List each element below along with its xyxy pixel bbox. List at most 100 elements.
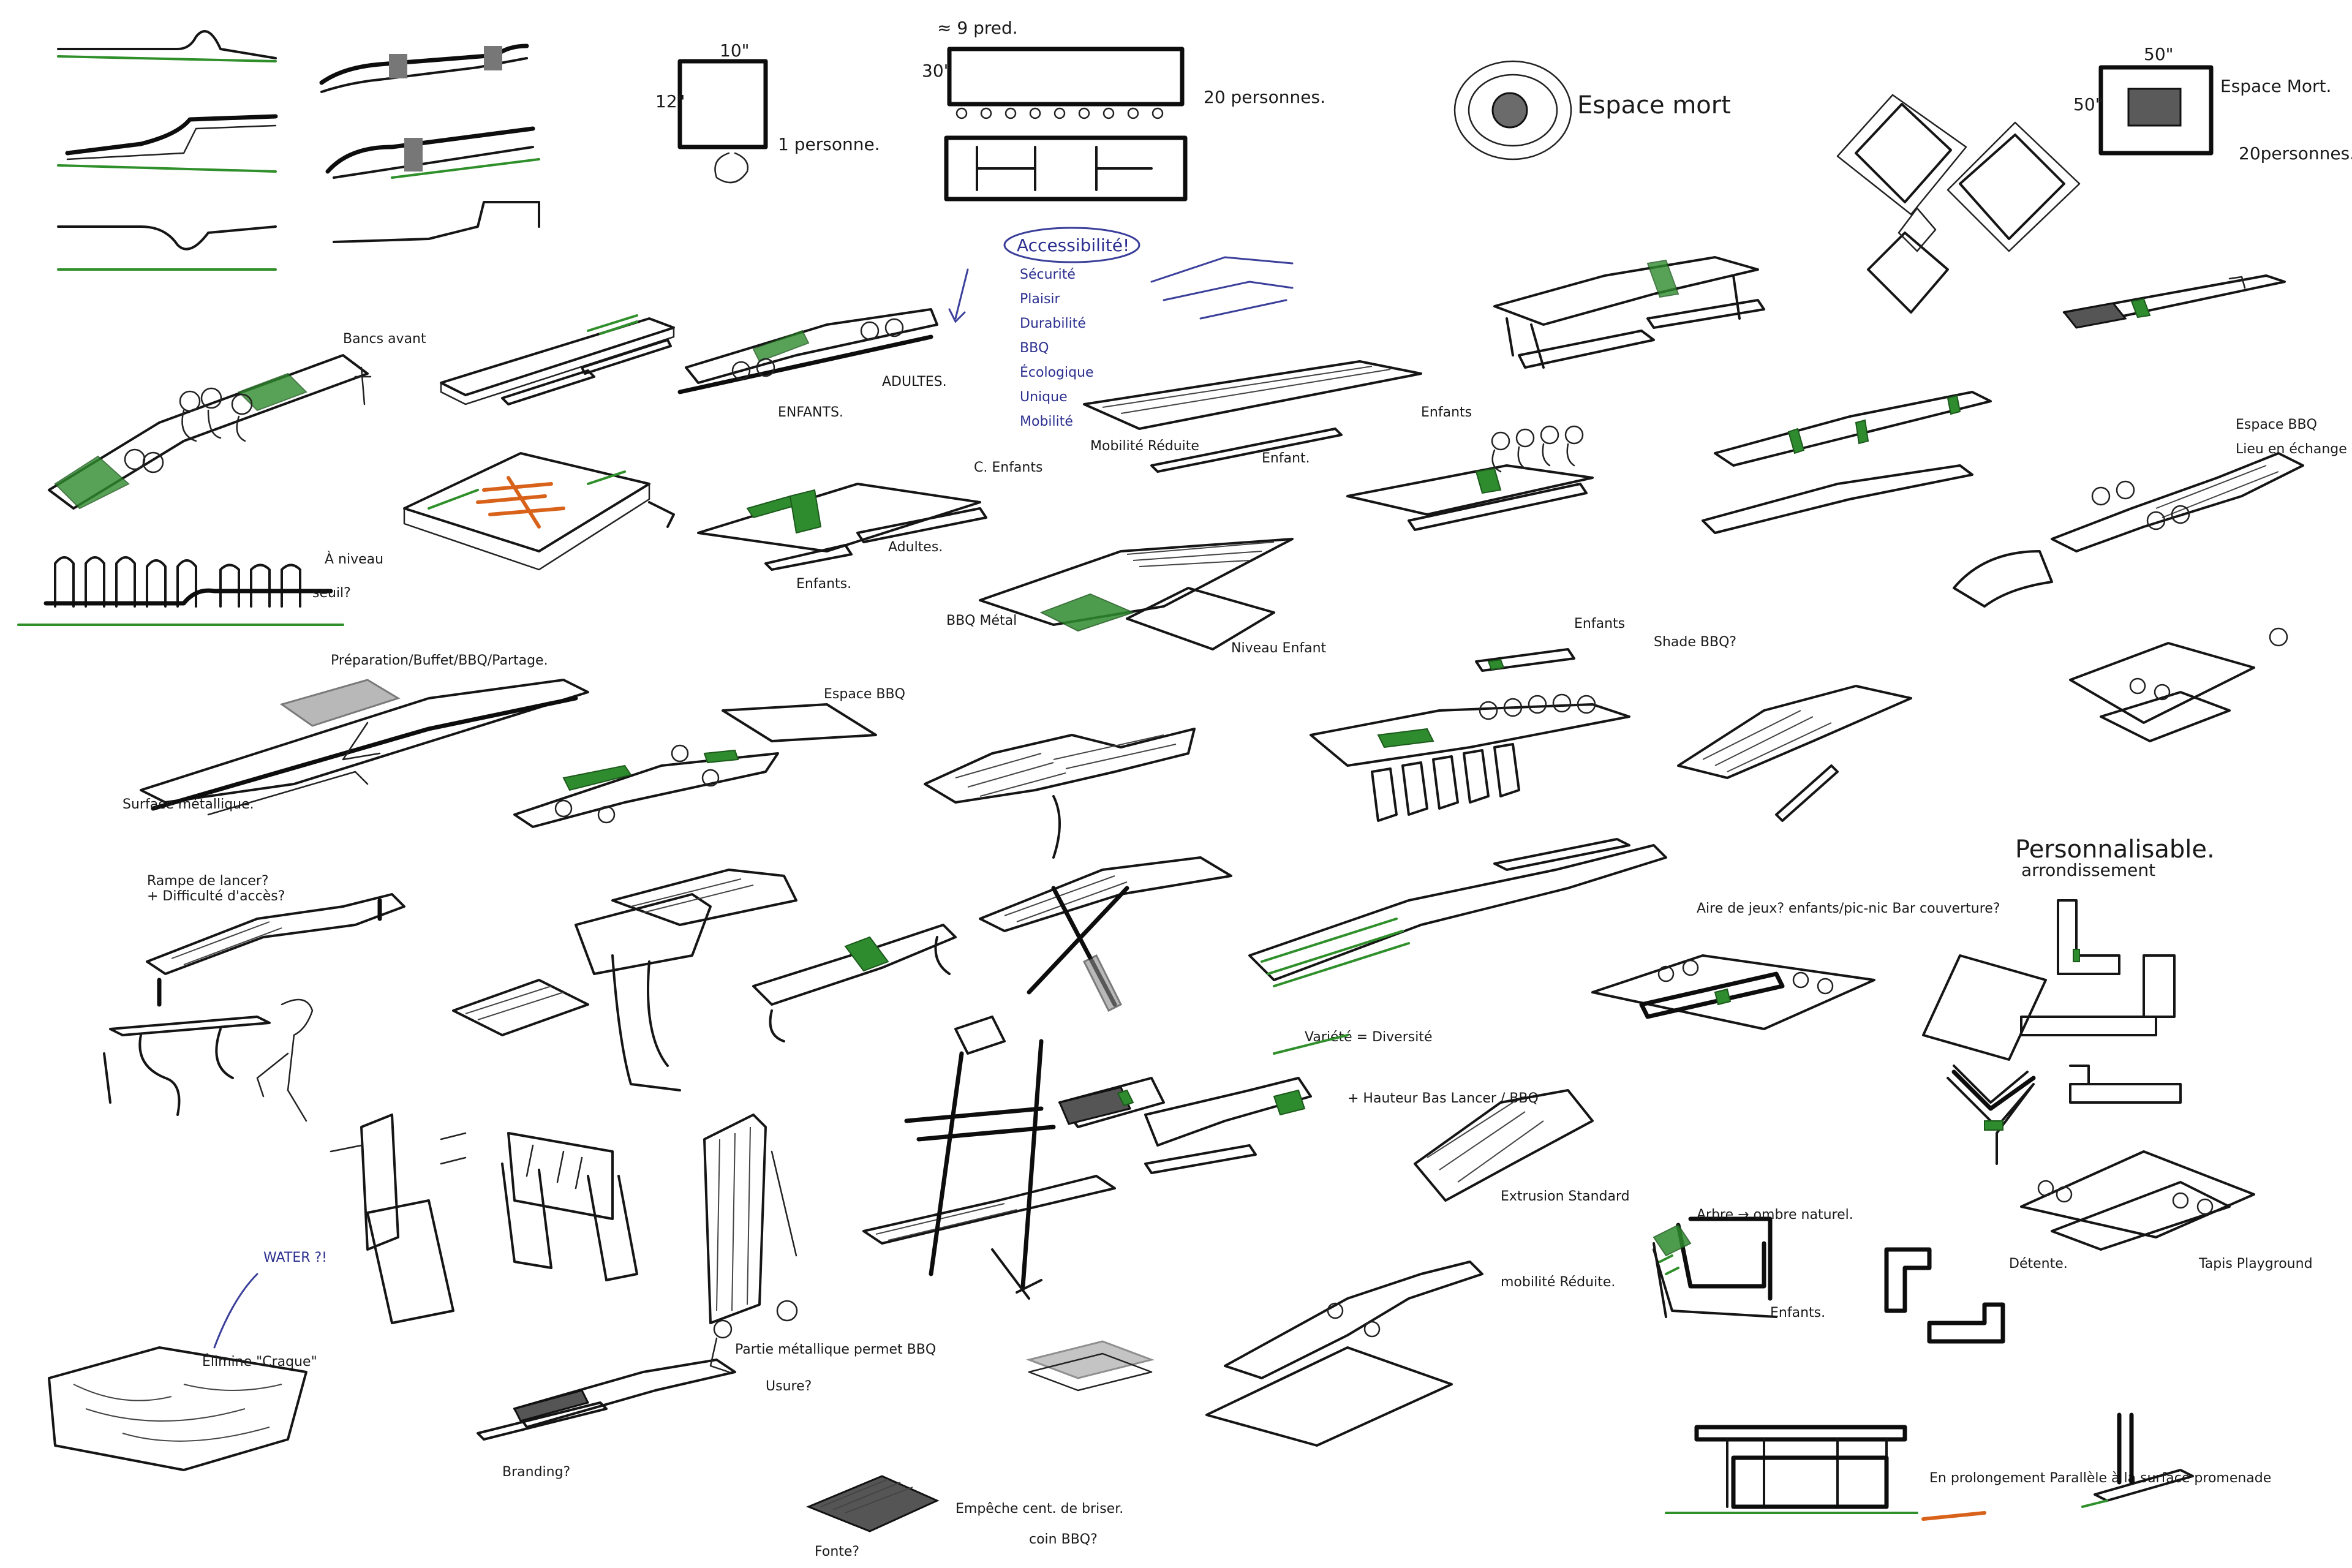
brainstorm-item: Écologique <box>1020 364 1094 380</box>
brainstorm-title: Accessibilité! <box>1017 235 1129 255</box>
group-dining-sketch-1 <box>1346 425 1594 531</box>
long-table-plan: ≈ 9 pred. 30" 20 personnes. <box>922 18 1325 202</box>
slab-table-sketch-2: + Hauteur Bas Lancer / BBQ <box>1058 1077 1539 1174</box>
elevation-sketch: En prolongement Parallèle à la surface p… <box>1665 1425 2271 1521</box>
dim-10-label: 10" <box>720 40 750 61</box>
bbq-planter-table-sketch <box>403 452 675 571</box>
tilted-slabs-sketch <box>1702 391 1992 534</box>
enfants-3-label: Enfants <box>1421 405 1472 420</box>
arrondissement-label: arrondissement <box>2021 860 2155 880</box>
planter-bench-sketch <box>752 924 957 1042</box>
enfants-2-label: Enfants. <box>796 576 851 592</box>
espace-mort-circle-label: Espace mort <box>1577 91 1731 119</box>
grill-slab-sketch: Fonte? Empêche cent. de briser. coin BBQ… <box>806 1475 1123 1559</box>
rotated-square-plans <box>1836 94 2081 314</box>
group-dining-sketch-2: Enfants Shade BBQ? <box>1310 616 1736 822</box>
adultes-2-label: Adultes. <box>888 540 943 555</box>
seated-person-table-sketch <box>103 998 314 1122</box>
relax-plan-sketch: Détente. <box>1884 1247 2068 1344</box>
espace-bbq-label: Espace BBQ <box>824 687 905 702</box>
surface-metallique-label: Surface métallique. <box>123 797 254 812</box>
benches-avant-label: Bancs avant <box>343 331 426 347</box>
partie-metallique-label: Partie métallique permet BBQ <box>735 1342 936 1357</box>
adult-child-table-sketch: ENFANTS. ADULTES. <box>677 308 947 420</box>
long-buffet-table-sketch: Préparation/Buffet/BBQ/Partage. Surface … <box>123 653 589 816</box>
variete-label: Variété = Diversité <box>1305 1030 1432 1045</box>
stepped-table-sketch: Bancs avant <box>48 331 426 510</box>
l-table-plan-sketch: Aire de jeux? enfants/pic-nic Bar couver… <box>1591 901 2000 1030</box>
espace-mort-square-label: Espace Mort. <box>2220 76 2331 96</box>
metal-bbq-bench-sketch: Partie métallique permet BBQ Usure? Bran… <box>477 1319 936 1480</box>
extrusion-sketch: Extrusion Standard <box>1414 1089 1630 1204</box>
arbre-label: Arbre → ombre naturel. <box>1697 1207 1853 1223</box>
square-table-plan: 50" 50" Espace Mort. 20personnes. <box>2073 44 2352 164</box>
small-bench-detail-sketch <box>2081 1412 2194 1508</box>
wood-log-sketch: WATER ?! Élimine "Craque" <box>48 1250 327 1471</box>
brainstorm-item: Mobilité <box>1020 414 1073 429</box>
rampe-label: Rampe de lancer? <box>147 873 269 889</box>
bbq-metal-label: BBQ Métal <box>946 613 1017 628</box>
brainstorm-item: Unique <box>1020 390 1068 405</box>
enfants-5-label: Enfants. <box>1770 1305 1825 1321</box>
brainstorm-item: BBQ <box>1020 341 1049 356</box>
curved-picnic-table-sketch <box>1493 256 1765 369</box>
customizable-modules: Personnalisable. arrondissement <box>1922 835 2215 1165</box>
l-shape-planter-table-sketch: C. Enfants Adultes. Enfants. <box>697 460 1042 592</box>
niveau-enfant-label: Niveau Enfant <box>1231 641 1327 656</box>
brainstorm-item: Sécurité <box>1020 267 1076 282</box>
enfants-4-label: Enfants <box>1574 616 1625 631</box>
long-table-mobility-sketch: Mobilité Réduite Enfant. Enfants <box>1083 360 1472 473</box>
c-enfants-label: C. Enfants <box>974 460 1042 475</box>
enfant-label: Enfant. <box>1262 451 1310 466</box>
mobilite-reduite-label: Mobilité Réduite <box>1090 439 1199 454</box>
tapis-label: Tapis Playground <box>2198 1256 2313 1272</box>
extrusion-label: Extrusion Standard <box>1501 1189 1630 1204</box>
mobilite-reduite-2-label: mobilité Réduite. <box>1501 1275 1615 1290</box>
frame-picnic-table-sketch <box>862 1016 1116 1300</box>
difficulte-label: + Difficulté d'accès? <box>147 889 285 904</box>
water-label: WATER ?! <box>263 1250 327 1265</box>
bbq-well-table-sketch: BBQ Métal Niveau Enfant <box>946 538 1327 656</box>
seuil-label: seuil? <box>312 586 351 601</box>
bbq-table-sketch-2: Espace BBQ <box>513 687 905 828</box>
wavy-slat-table-sketch <box>924 728 1196 859</box>
shade-tree-plan-sketch: Arbre → ombre naturel. Enfants. <box>1653 1207 1853 1321</box>
single-seat-plan: 10" 12" 1 personne. <box>655 40 880 184</box>
brainstorm-item: Durabilité <box>1020 316 1086 331</box>
plank-table-sketch <box>1677 685 1912 822</box>
frame-chair-sketch <box>501 1132 638 1281</box>
green-ramp-table-sketch: Variété = Diversité <box>1248 838 1667 1055</box>
dim-12-label: 12" <box>655 91 685 111</box>
profile-sketch-2 <box>319 43 540 243</box>
branding-label: Branding? <box>502 1464 570 1480</box>
row-of-people-sketch: À niveau seuil? <box>17 551 383 626</box>
pred-label: ≈ 9 pred. <box>937 18 1018 38</box>
aire-de-jeux-label: Aire de jeux? enfants/pic-nic Bar couver… <box>1697 901 2000 916</box>
espace-bbq-2-label: Espace BBQ <box>2236 417 2317 432</box>
playground-mat-sketch: Tapis Playground <box>2020 1150 2313 1272</box>
fonte-label: Fonte? <box>815 1544 859 1559</box>
a-niveau-label: À niveau <box>325 551 383 567</box>
coin-bbq-label: coin BBQ? <box>1029 1532 1098 1547</box>
brainstorm-item: Plaisir <box>1020 292 1061 307</box>
planter-table-sketch <box>440 314 675 405</box>
dim-50-top-label: 50" <box>2144 44 2174 64</box>
platform-table-sketch: mobilité Réduite. <box>1205 1261 1615 1447</box>
profile-sketch-1 <box>57 30 278 271</box>
brainstorm-list: Accessibilité! Sécurité Plaisir Durabili… <box>948 227 1294 429</box>
shade-label: Shade BBQ? <box>1654 635 1736 650</box>
personnalisable-label: Personnalisable. <box>2015 835 2215 864</box>
hauteur-label: + Hauteur Bas Lancer / BBQ <box>1348 1091 1539 1106</box>
detente-label: Détente. <box>2009 1256 2068 1272</box>
dim-50-left-label: 50" <box>2073 94 2103 115</box>
empeche-label: Empêche cent. de briser. <box>956 1501 1123 1517</box>
beam-stool-sketch <box>330 1114 467 1324</box>
slab-table-sketch-1 <box>2062 274 2286 329</box>
usure-label: Usure? <box>766 1379 812 1394</box>
square-deck-sketch <box>2069 627 2288 742</box>
wave-bench-sketch: Espace BBQ Lieu en échange <box>1953 417 2347 608</box>
one-person-label: 1 personne. <box>778 134 880 154</box>
trough-bench-sketch <box>452 869 797 1091</box>
twenty-persons-long-label: 20 personnes. <box>1204 87 1325 107</box>
